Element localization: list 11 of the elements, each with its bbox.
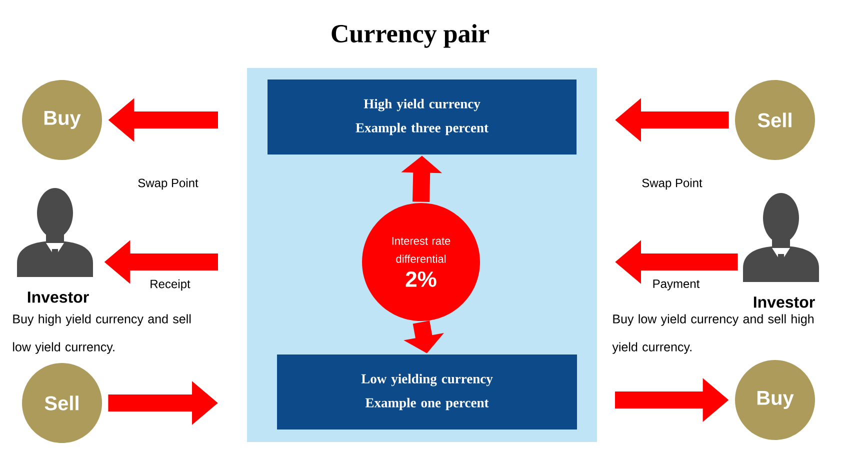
description: Buy high yield currency and sell low yield currency.: [13, 314, 191, 354]
investor-label: Investor: [28, 292, 89, 303]
investor-label: Investor: [754, 296, 815, 308]
swap-label: Swap Point: [642, 178, 702, 190]
description: Buy low yield currency and sell high yield currency.: [612, 314, 814, 354]
swap-label: Swap Point: [138, 178, 198, 190]
edge-label: Payment: [651, 278, 701, 292]
title: Currency pair: [332, 24, 489, 48]
currency-box: High yield currency Example three percent: [268, 80, 576, 154]
currency-box: Low yielding currency Example one percent: [277, 354, 577, 430]
edge-label: Receipt: [148, 278, 192, 292]
